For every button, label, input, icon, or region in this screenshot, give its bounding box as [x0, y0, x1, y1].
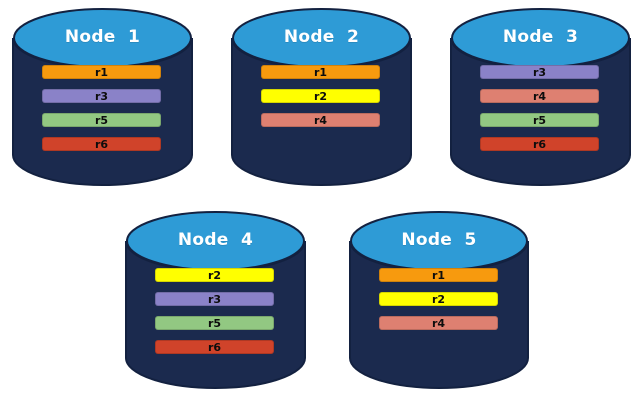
- replica-label: r6: [94, 137, 109, 151]
- replica-label: r6: [207, 340, 222, 354]
- node-title-5: Node 5: [401, 230, 477, 250]
- replica-label: r4: [532, 89, 547, 103]
- replica-bar-r4[interactable]: r4: [480, 89, 599, 103]
- replica-label: r1: [313, 65, 328, 79]
- replica-label: r1: [94, 65, 109, 79]
- replica-bar-r3[interactable]: r3: [155, 292, 274, 306]
- replica-label: r6: [532, 137, 547, 151]
- replica-bar-r5[interactable]: r5: [42, 113, 161, 127]
- replica-bar-r3[interactable]: r3: [480, 65, 599, 79]
- replica-bar-r5[interactable]: r5: [480, 113, 599, 127]
- replica-bar-r4[interactable]: r4: [379, 316, 498, 330]
- replica-label: r5: [94, 113, 109, 127]
- replica-bar-r3[interactable]: r3: [42, 89, 161, 103]
- replica-bar-r4[interactable]: r4: [261, 113, 380, 127]
- replica-bar-list: r2 r3 r5 r6: [155, 268, 274, 354]
- replica-label: r5: [532, 113, 547, 127]
- node-title-3: Node 3: [502, 27, 579, 47]
- replica-label: r3: [532, 65, 547, 79]
- replica-bar-r1[interactable]: r1: [42, 65, 161, 79]
- replica-bar-r5[interactable]: r5: [155, 316, 274, 330]
- replica-label: r4: [431, 316, 446, 330]
- node-cylinder-5[interactable]: Node 5 r1 r2 r4: [349, 211, 529, 389]
- node-cylinder-4[interactable]: Node 4 r2 r3 r5 r6: [125, 211, 306, 389]
- replica-bar-r1[interactable]: r1: [379, 268, 498, 282]
- replica-bar-r6[interactable]: r6: [155, 340, 274, 354]
- replica-bar-list: r1 r2 r4: [379, 268, 498, 330]
- replica-label: r5: [207, 316, 222, 330]
- node-cylinder-3[interactable]: Node 3 r3 r4 r5 r6: [450, 8, 631, 186]
- replica-label: r2: [207, 268, 222, 282]
- replica-label: r2: [313, 89, 328, 103]
- replica-bar-list: r3 r4 r5 r6: [480, 65, 599, 151]
- replica-label: r3: [207, 292, 222, 306]
- replica-bar-list: r1 r2 r4: [261, 65, 380, 127]
- node-cylinder-2[interactable]: Node 2 r1 r2 r4: [231, 8, 412, 186]
- node-cylinder-1[interactable]: Node 1 r1 r3 r5 r6: [12, 8, 193, 186]
- node-title-4: Node 4: [177, 230, 254, 250]
- replica-bar-r6[interactable]: r6: [480, 137, 599, 151]
- replica-bar-r1[interactable]: r1: [261, 65, 380, 79]
- node-title-1: Node 1: [64, 27, 141, 47]
- replica-label: r3: [94, 89, 109, 103]
- replica-bar-r2[interactable]: r2: [155, 268, 274, 282]
- replica-bar-r6[interactable]: r6: [42, 137, 161, 151]
- replica-bar-r2[interactable]: r2: [261, 89, 380, 103]
- node-title-2: Node 2: [283, 27, 360, 47]
- replica-bar-r2[interactable]: r2: [379, 292, 498, 306]
- replica-label: r2: [431, 292, 446, 306]
- replica-bar-list: r1 r3 r5 r6: [42, 65, 161, 151]
- replica-label: r4: [313, 113, 328, 127]
- replica-label: r1: [431, 268, 446, 282]
